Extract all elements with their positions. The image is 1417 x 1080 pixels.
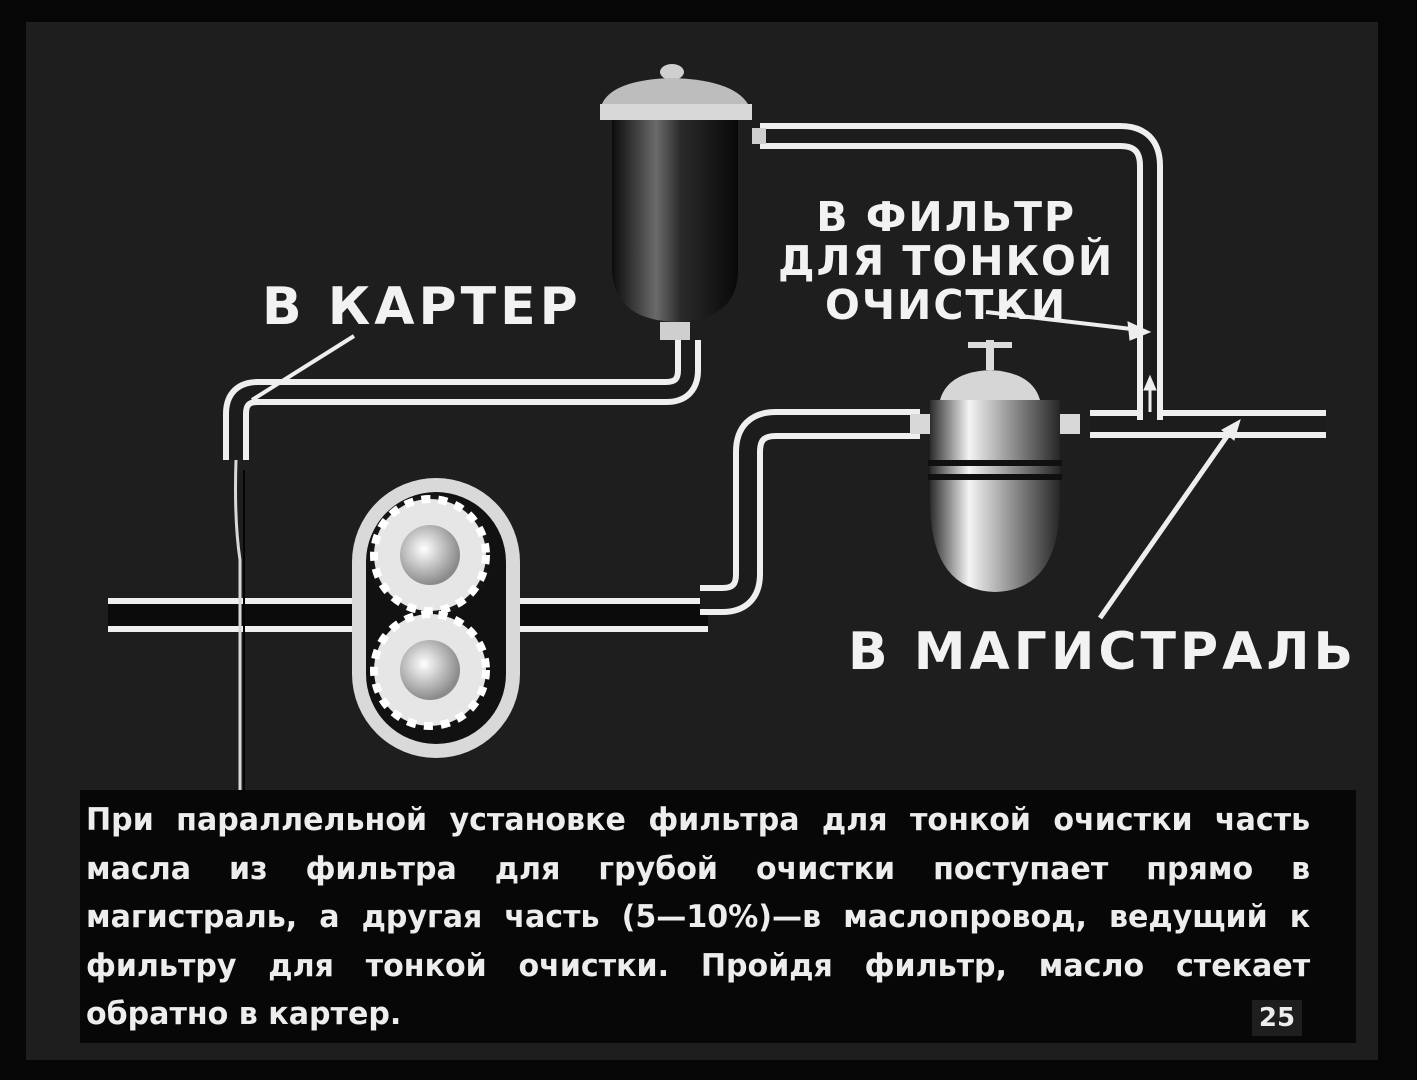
lower-gear [370, 610, 490, 730]
pressure-pipe [700, 409, 1326, 615]
upper-gear [370, 495, 490, 615]
to-crankcase-label: В КАРТЕР [262, 277, 582, 337]
to-main-line-label: В МАГИСТРАЛЬ [848, 622, 1358, 682]
fine-filter [910, 340, 1080, 592]
gear-pump [352, 478, 520, 758]
return-pipe [223, 340, 701, 790]
pointer-arrows [250, 310, 1241, 620]
page-number: 25 [1252, 1000, 1302, 1036]
caption-background [80, 790, 1356, 1043]
to-fine-filter-label: В ФИЛЬТР ДЛЯ ТОНКОЙ ОЧИСТКИ [778, 193, 1115, 329]
fine-filter-feed-pipe [760, 123, 1163, 420]
caption-text: При параллельной установке фильтра для т… [86, 802, 1311, 1032]
coarse-filter [600, 64, 766, 340]
